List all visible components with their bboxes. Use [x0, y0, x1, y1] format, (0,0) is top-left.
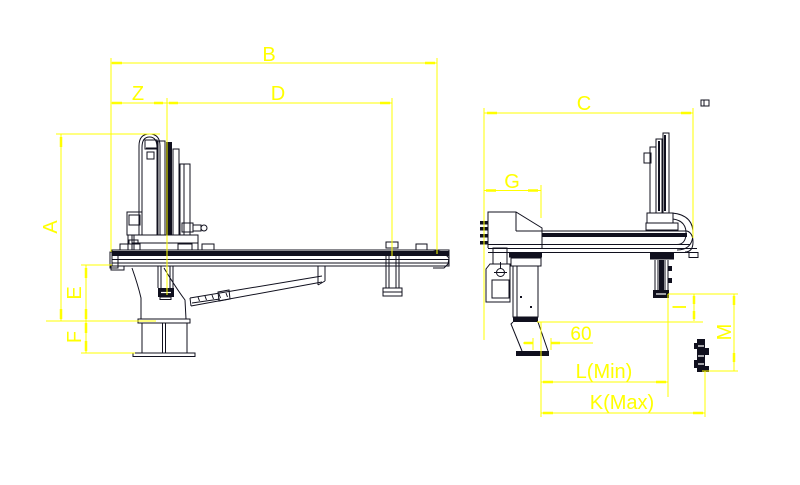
front-arm-lower: [157, 266, 174, 300]
dimension-label-C: C: [577, 93, 591, 115]
side-mast: [643, 132, 694, 251]
dimension-M: M: [714, 294, 736, 371]
side-gearbox: [480, 211, 543, 248]
front-base-pedestal: [131, 267, 196, 357]
dimension-label-Z: Z: [132, 83, 144, 105]
dimension-label-A: A: [40, 220, 62, 234]
dimension-label-G: G: [504, 171, 520, 193]
dimension-L-min: L(Min): [541, 361, 668, 384]
dimension-label-M: M: [714, 324, 736, 341]
side-view-drawing: [480, 99, 710, 372]
dimension-label-E: E: [64, 286, 86, 299]
dimension-K-max: K(Max): [541, 392, 705, 415]
dimension-A: A: [40, 134, 63, 321]
dimension-D: D: [169, 83, 390, 105]
dimension-E: E: [64, 265, 88, 353]
dimension-label-K-max: K(Max): [590, 392, 654, 414]
side-gripper-max: [694, 339, 709, 372]
front-support-strut: [189, 266, 326, 307]
dimension-G: G: [484, 171, 541, 193]
dimension-label-D: D: [271, 83, 285, 105]
dimension-label-60: 60: [570, 324, 591, 345]
front-end-bracket: [382, 241, 403, 297]
dimension-C: C: [484, 93, 693, 115]
dimensions: B Z D A E F: [40, 44, 738, 417]
extension-lines: [46, 58, 738, 417]
side-base-column: [510, 265, 549, 356]
front-arm-tower: [126, 133, 208, 251]
dimension-I: I: [670, 294, 696, 321]
side-arm-lower: [650, 252, 674, 298]
side-controller-box: [485, 247, 511, 303]
dimension-Z: Z: [111, 83, 392, 105]
dimension-label-B: B: [262, 44, 275, 66]
dimension-B: B: [111, 44, 437, 66]
side-beam: [488, 99, 710, 267]
dimension-60: 60: [523, 324, 593, 345]
dimension-F: F: [64, 323, 88, 351]
front-view-drawing: [109, 133, 450, 357]
dimension-label-F: F: [64, 331, 86, 343]
dimension-label-L-min: L(Min): [576, 361, 633, 383]
dimension-label-I: I: [670, 304, 691, 309]
